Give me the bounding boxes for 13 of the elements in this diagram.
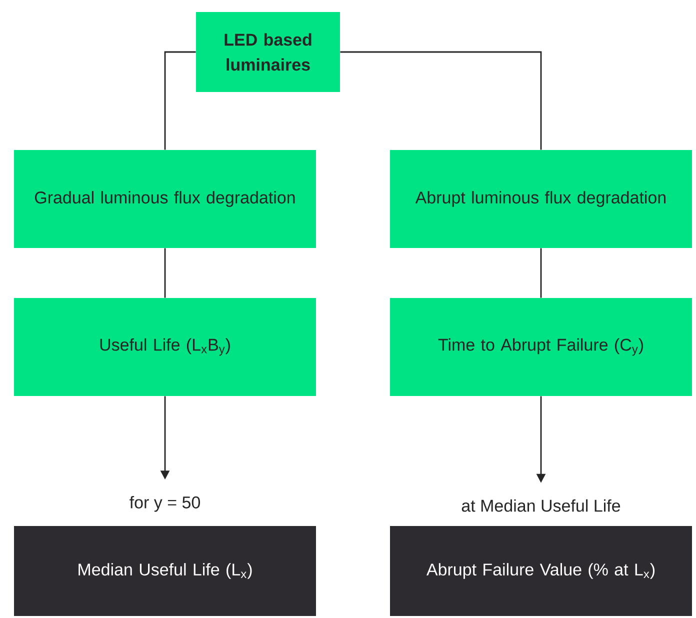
result-box: Abrupt Failure Value (% at L$_{x}$) xyxy=(390,526,692,616)
connector-line xyxy=(164,248,166,298)
connector-line xyxy=(164,51,196,150)
result-box: Median Useful Life (L$_{x}$) xyxy=(14,526,316,616)
process-box: Gradual luminous flux degradation xyxy=(14,150,316,248)
process-box: Abrupt luminous flux degradation xyxy=(390,150,692,248)
condition-label: at Median Useful Life xyxy=(462,499,620,512)
connector-line xyxy=(540,248,542,298)
process-box: Time to Abrupt Failure (C$_{y}$) xyxy=(390,298,692,396)
condition-label: for y = 50 xyxy=(130,496,200,512)
header-box: LED based luminaires xyxy=(196,12,340,92)
process-box: Useful Life (L$_{x}$B$_{y}$) xyxy=(14,298,316,396)
connector-line xyxy=(340,51,542,150)
